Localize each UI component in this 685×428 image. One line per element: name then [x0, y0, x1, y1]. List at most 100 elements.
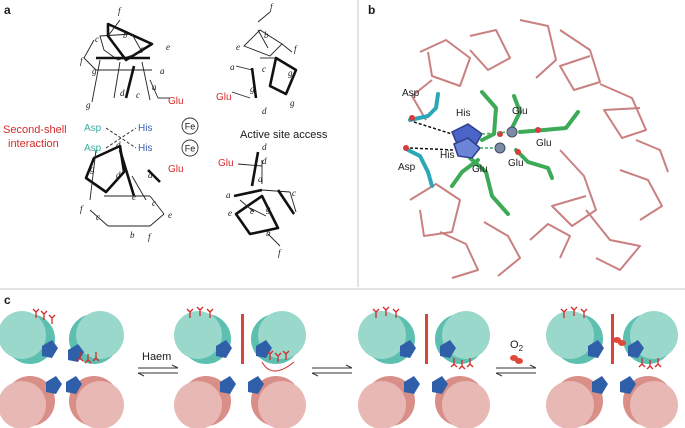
- helix-letter: d: [262, 106, 267, 116]
- haem-pocket-pentagon: [256, 340, 272, 358]
- helix-bundle-top-left: f b c e e a f g g d c a: [80, 6, 170, 110]
- helix-letter: a: [258, 174, 263, 184]
- fe-label-top: Fe: [185, 122, 196, 132]
- residue-label-glu: Glu: [536, 138, 552, 149]
- helix-letter: c: [262, 64, 266, 74]
- haem-bar: [611, 314, 614, 364]
- helix-letter: c: [292, 188, 296, 198]
- residue-glu-top: Glu: [168, 96, 184, 107]
- interaction-dashes: [409, 121, 509, 151]
- helix-letter: b: [130, 230, 135, 240]
- oxygen-atom: [535, 127, 541, 133]
- fe-label-bottom: Fe: [185, 144, 196, 154]
- helix-letter: g: [86, 100, 91, 110]
- coordinating-residues: [450, 90, 580, 216]
- helix-letter: c: [136, 90, 140, 100]
- aspartate-residues: [406, 92, 440, 188]
- panel-label-b: b: [368, 3, 375, 17]
- panel-b: Asp Asp His His Glu Glu Glu Glu: [398, 19, 669, 279]
- helix-letter: f: [118, 6, 122, 16]
- helix-letter: a: [226, 190, 231, 200]
- oxygen-atom: [409, 115, 415, 121]
- helix-letter: d: [116, 140, 121, 150]
- residue-label-asp-top: Asp: [402, 88, 420, 99]
- second-shell-label-line1: Second-shell: [3, 124, 67, 136]
- helix-letter: g: [92, 66, 97, 76]
- protein-subunit-pink: [442, 381, 490, 428]
- side-chain-glyphs: [32, 308, 100, 364]
- residue-label-glu: Glu: [472, 164, 488, 175]
- helix-letter: e: [168, 210, 172, 220]
- helix-bundle-bottom-right: d d a a e g c e b f: [226, 142, 297, 258]
- helix-letter: b: [123, 30, 128, 40]
- helix-letter: c: [95, 34, 99, 44]
- side-chain-glyphs: [560, 306, 662, 370]
- residue-glu-bottom: Glu: [168, 164, 184, 175]
- protein-subunit-pink: [174, 381, 222, 428]
- helix-letter: a: [230, 62, 235, 72]
- helix-letter: f: [80, 204, 84, 214]
- side-chain-glyphs: [372, 306, 474, 370]
- active-site-access-label: Active site access: [240, 129, 328, 141]
- helix-bundle-bottom-left: d g d a e f c c e b f: [80, 140, 172, 242]
- panel-label-c: c: [4, 293, 11, 307]
- haem-pocket-pentagon: [432, 376, 448, 394]
- helix-letter: c: [152, 198, 156, 208]
- helix-letter: c: [96, 212, 100, 222]
- residue-label-his-top: His: [456, 108, 470, 119]
- haem-label: Haem: [142, 351, 171, 363]
- iron-atom: [494, 142, 506, 154]
- haem-pocket-pentagon: [66, 376, 82, 394]
- second-shell-label-line2: interaction: [8, 138, 59, 150]
- haem-pocket-pentagon: [216, 340, 232, 358]
- stage-2: [174, 306, 306, 428]
- stage-3: [358, 306, 490, 428]
- protein-subunit-teal: [546, 311, 594, 359]
- haem-bar: [241, 314, 244, 364]
- stage-1: [0, 308, 124, 428]
- haem-pocket-pentagon: [592, 376, 608, 394]
- helix-letter: f: [294, 44, 298, 54]
- stage-4: [546, 306, 678, 428]
- oxygen-atom: [403, 145, 409, 151]
- helix-letter: g: [266, 204, 271, 214]
- protein-subunit-teal: [76, 311, 124, 359]
- haem-pocket-pentagon: [440, 340, 456, 358]
- fe-circle-top: [181, 117, 199, 135]
- residue-asp-bottom: Asp: [84, 143, 102, 154]
- haem-pocket-pentagon: [42, 340, 58, 358]
- equilibrium-arrow-1: Haem: [137, 351, 179, 377]
- helix-letter: g: [288, 68, 293, 78]
- side-chain-glyphs: [186, 306, 290, 362]
- haem-pocket-pentagon: [628, 340, 644, 358]
- haem-pocket-pentagon: [400, 340, 416, 358]
- helix-letter: f: [148, 232, 152, 242]
- oxygen-label: O2: [510, 339, 524, 353]
- haem-pocket-pentagon: [46, 376, 62, 394]
- helix-letter: g: [290, 98, 295, 108]
- helix-letter: b: [264, 30, 269, 40]
- oxygen-molecule: [515, 358, 523, 364]
- residue-glu-right-top: Glu: [216, 92, 232, 103]
- helix-letter: g: [90, 164, 95, 174]
- protein-subunit-pink: [630, 381, 678, 428]
- helix-letter: a: [160, 66, 165, 76]
- equilibrium-arrow-3: O2: [495, 339, 537, 377]
- residue-his-top: His: [138, 123, 152, 134]
- helix-letter: e: [236, 42, 240, 52]
- residue-label-glu: Glu: [508, 158, 524, 169]
- haem-bar: [425, 314, 428, 364]
- helix-letter: f: [278, 248, 282, 258]
- protein-subunit-pink: [76, 381, 124, 428]
- helix-letter: e: [140, 44, 144, 54]
- protein-subunit-teal: [0, 311, 46, 359]
- helix-letter: g: [250, 84, 255, 94]
- protein-subunit-pink: [358, 381, 406, 428]
- panel-a: f b c e e a f g g d c a d g d: [3, 2, 328, 258]
- helix-letter: d: [116, 170, 121, 180]
- residue-label-glu: Glu: [512, 106, 528, 117]
- helix-letter: f: [270, 2, 274, 12]
- haem-pocket-pentagon: [220, 376, 236, 394]
- panel-label-a: a: [4, 3, 11, 17]
- fe-circle-bottom: [181, 139, 199, 157]
